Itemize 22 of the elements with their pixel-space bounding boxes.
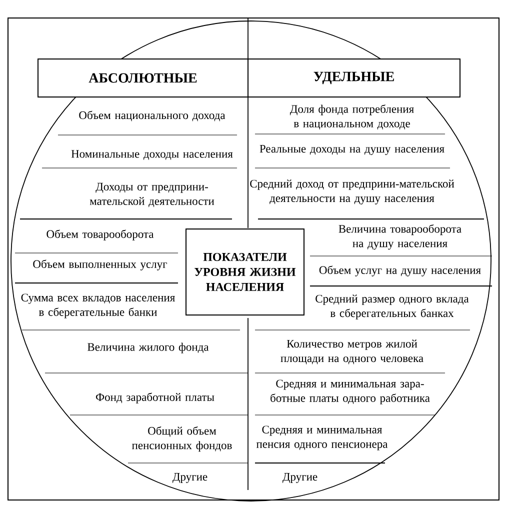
label-text: Сумма всех вкладов населения в сберегательные банки (21, 294, 175, 318)
label-text: Реальные доходы на душу населения (260, 145, 444, 155)
label-text: Доходы от предприни-мательской деятельности (90, 182, 214, 208)
label-text: Другие (172, 473, 208, 483)
label-text: Номинальные доходы населения (71, 150, 233, 160)
label-text: Объем национального дохода (79, 110, 226, 122)
label-text: Величина товарооборота на душу населения (338, 224, 462, 250)
label-text: Средняя и минимальная зара-ботные платы одного работника (270, 380, 430, 404)
label-text: Величина жилого фонда (88, 342, 209, 354)
label-text: Общий объем пенсионных фондов (132, 426, 232, 452)
label-text: Средний размер одного вклада в сберегательных банках (316, 294, 469, 320)
label-text: Средний доход от предприни-мательской деятельности на душу населения (250, 180, 454, 204)
label-text: Другие (282, 473, 318, 483)
label-text: Объем товарооборота (46, 230, 154, 240)
label-text: Количество метров жилой площади на одного человека (280, 340, 424, 364)
label-text: Объем выполненных услуг (33, 260, 167, 270)
label-text: Объем услуг на душу населения (319, 266, 481, 276)
label-text: Фонд заработной платы (96, 392, 214, 404)
heading-box: ПОКАЗАТЕЛИ УРОВНЯ ЖИЗНИ НАСЕЛЕНИЯ (186, 228, 304, 316)
heading-box: УДЕЛЬНЫЕ (248, 58, 460, 98)
heading-box: АБСОЛЮТНЫЕ (38, 58, 248, 98)
label-text: Средняя и минимальная пенсия одного пенсионера (256, 426, 388, 450)
